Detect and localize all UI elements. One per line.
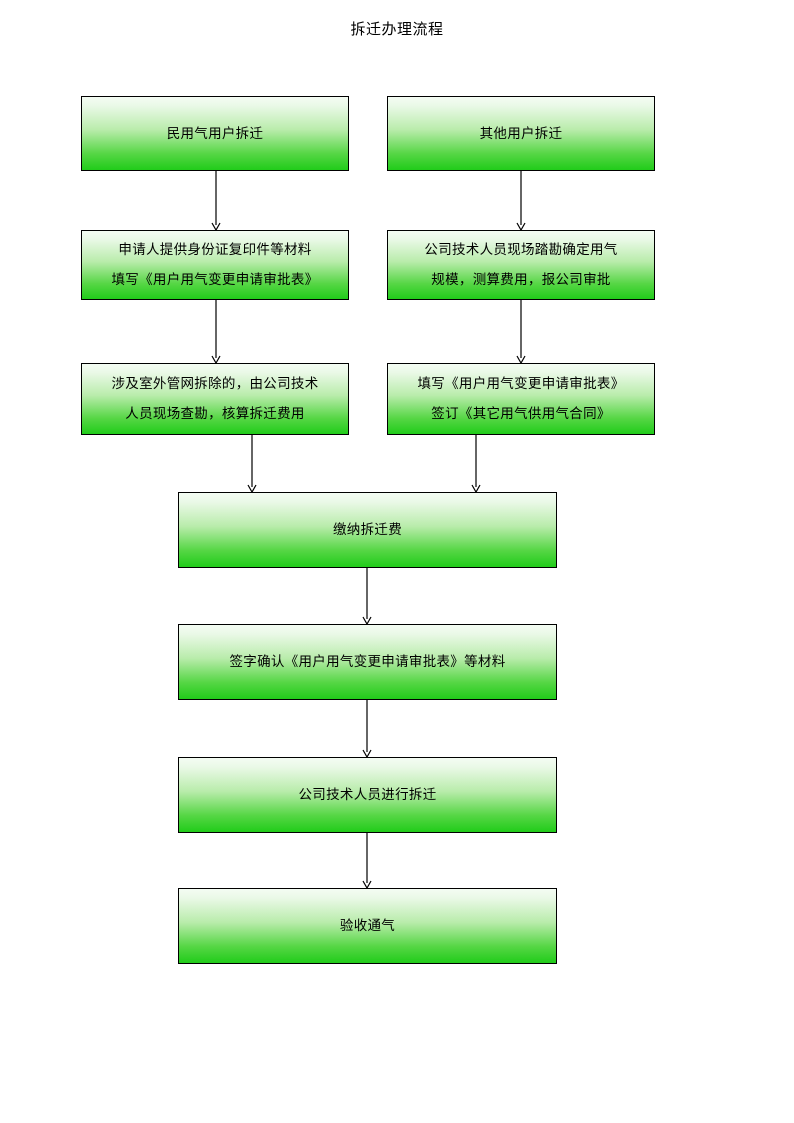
arrow-head-icon bbox=[471, 484, 481, 494]
arrow-head-icon bbox=[516, 222, 526, 232]
arrow-head-icon bbox=[211, 355, 221, 365]
flowchart-node-n10: 验收通气 bbox=[178, 888, 557, 964]
node-text-line: 民用气用户拆迁 bbox=[166, 125, 264, 141]
flowchart-node-n7: 缴纳拆迁费 bbox=[178, 492, 557, 568]
connector-arrow-a2 bbox=[516, 171, 526, 232]
node-text-line: 缴纳拆迁费 bbox=[333, 522, 402, 537]
arrow-head-icon bbox=[516, 355, 526, 365]
page-title: 拆迁办理流程 bbox=[350, 21, 444, 38]
flowchart-node-n6: 填写《用户用气变更申请审批表》签订《其它用气供用气合同》 bbox=[387, 363, 655, 435]
connector-arrow-a9 bbox=[362, 833, 372, 890]
connector-arrow-a4 bbox=[516, 300, 526, 365]
node-text-line: 涉及室外管网拆除的，由公司技术 bbox=[111, 376, 319, 391]
arrow-head-icon bbox=[362, 880, 372, 890]
node-text-line: 验收通气 bbox=[339, 918, 396, 933]
flowchart-node-n9: 公司技术人员进行拆迁 bbox=[178, 757, 557, 833]
flowchart-node-n5: 涉及室外管网拆除的，由公司技术人员现场查勘，核算拆迁费用 bbox=[81, 363, 349, 435]
node-text-line: 填写《用户用气变更申请审批表》 bbox=[111, 272, 319, 287]
arrow-head-icon bbox=[362, 616, 372, 626]
flowchart-node-n2: 其他用户拆迁 bbox=[387, 96, 655, 171]
node-text-line: 其他用户拆迁 bbox=[479, 125, 563, 141]
node-text-line: 公司技术人员现场踏勘确定用气 bbox=[424, 242, 618, 257]
arrow-head-icon bbox=[211, 222, 221, 232]
node-text-line: 填写《用户用气变更申请审批表》 bbox=[417, 376, 625, 391]
node-text-line: 公司技术人员进行拆迁 bbox=[298, 787, 437, 802]
connector-arrow-a3 bbox=[211, 300, 221, 365]
connector-arrow-a6 bbox=[471, 435, 481, 494]
flowchart-node-n8: 签字确认《用户用气变更申请审批表》等材料 bbox=[178, 624, 557, 700]
node-text-line: 签字确认《用户用气变更申请审批表》等材料 bbox=[229, 654, 506, 669]
connector-arrow-a5 bbox=[247, 435, 257, 494]
node-text-line: 人员现场查勘，核算拆迁费用 bbox=[125, 406, 305, 421]
flowchart-node-n3: 申请人提供身份证复印件等材料填写《用户用气变更申请审批表》 bbox=[81, 230, 349, 300]
flowchart-node-n4: 公司技术人员现场踏勘确定用气规模，测算费用，报公司审批 bbox=[387, 230, 655, 300]
node-text-line: 签订《其它用气供用气合同》 bbox=[431, 406, 611, 421]
flowchart-node-n1: 民用气用户拆迁 bbox=[81, 96, 349, 171]
connector-arrow-a1 bbox=[211, 171, 221, 232]
arrow-head-icon bbox=[247, 484, 257, 494]
connector-arrow-a7 bbox=[362, 568, 372, 626]
node-text-line: 规模，测算费用，报公司审批 bbox=[431, 272, 611, 287]
arrow-head-icon bbox=[362, 749, 372, 759]
connector-arrow-a8 bbox=[362, 700, 372, 759]
node-text-line: 申请人提供身份证复印件等材料 bbox=[118, 242, 312, 257]
